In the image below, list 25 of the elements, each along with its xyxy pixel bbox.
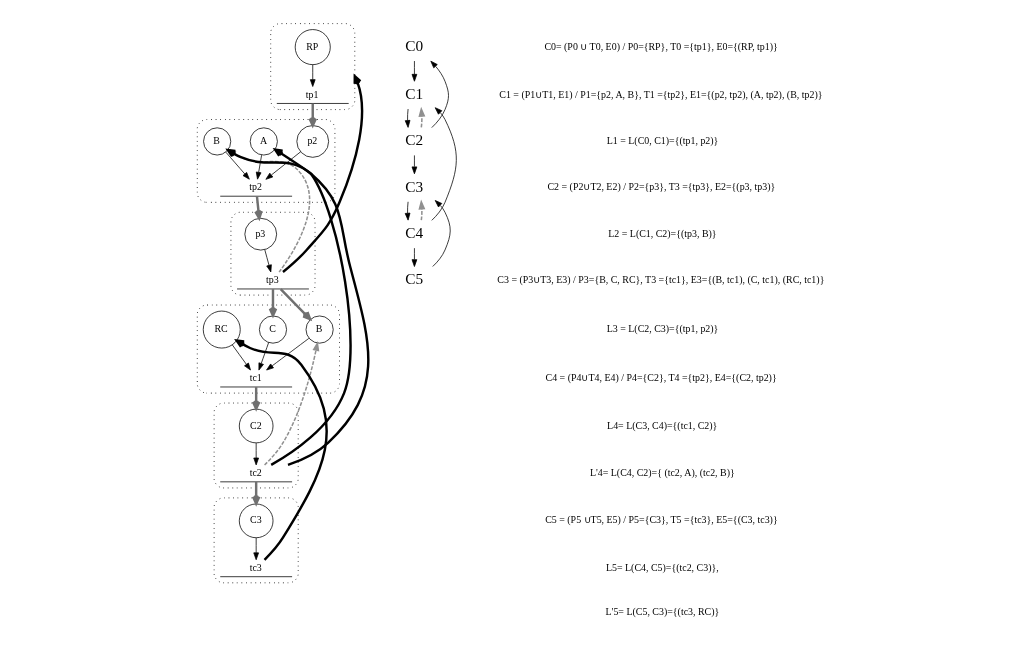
node-text: C3 xyxy=(405,177,424,195)
label: C5 = (P5 ∪T5, E5) / P5={C3}, T5 ={tc3}, E5={(C3, tc3)} xyxy=(545,514,778,526)
node-text: tp3 xyxy=(266,274,279,286)
label: C0= (P0 ∪ T0, E0) / P0={RP}, T0 ={tp1}, E0={(RP, tp1)} xyxy=(544,40,778,52)
label: L'5= L(C5, C3)={(tc3, RC)} xyxy=(605,606,720,618)
label: L2 = L(C1, C2)={(tp3, B)} xyxy=(608,227,717,239)
node-text: C4 xyxy=(405,224,424,242)
label: C3 = (P3∪T3, E3) / P3={B, C, RC}, T3 ={tc1}, E3={(B, tc1), (C, tc1), (RC, tc1)} xyxy=(497,274,825,286)
node-text: C5 xyxy=(405,270,424,288)
label: C2 = (P2∪T2, E2) / P2={p3}, T3 ={tp3}, E2={(p3, tp3)} xyxy=(547,181,776,193)
label: L3 = L(C2, C3)={(tp1, p2)} xyxy=(606,323,719,335)
label: L'4= L(C4, C2)={ (tc2, A), (tc2, B)} xyxy=(589,467,735,479)
node-text: tc2 xyxy=(249,467,262,479)
node-text: tc1 xyxy=(249,372,262,384)
node-text: tp2 xyxy=(249,181,262,193)
node-text: C2 xyxy=(405,131,424,149)
label: L1 = L(C0, C1)={(tp1, p2)} xyxy=(606,135,719,147)
node-text: tp1 xyxy=(305,88,319,100)
label: L4= L(C3, C4)={(tc1, C2)} xyxy=(607,419,718,431)
label: L5= L(C4, C5)={(tc2, C3)}, xyxy=(605,561,719,573)
node-text: C1 xyxy=(405,84,424,102)
node-text: tc3 xyxy=(249,561,262,573)
label: C1 = (P1∪T1, E1) / P1={p2, A, B}, T1 ={tp2}, E1={(p2, tp2), (A, tp2), (B, tp2)} xyxy=(499,88,823,100)
node-text: C0 xyxy=(405,36,424,54)
label: C4 = (P4∪T4, E4) / P4={C2}, T4 ={tp2}, E4={(C2, tp2)} xyxy=(545,372,777,384)
